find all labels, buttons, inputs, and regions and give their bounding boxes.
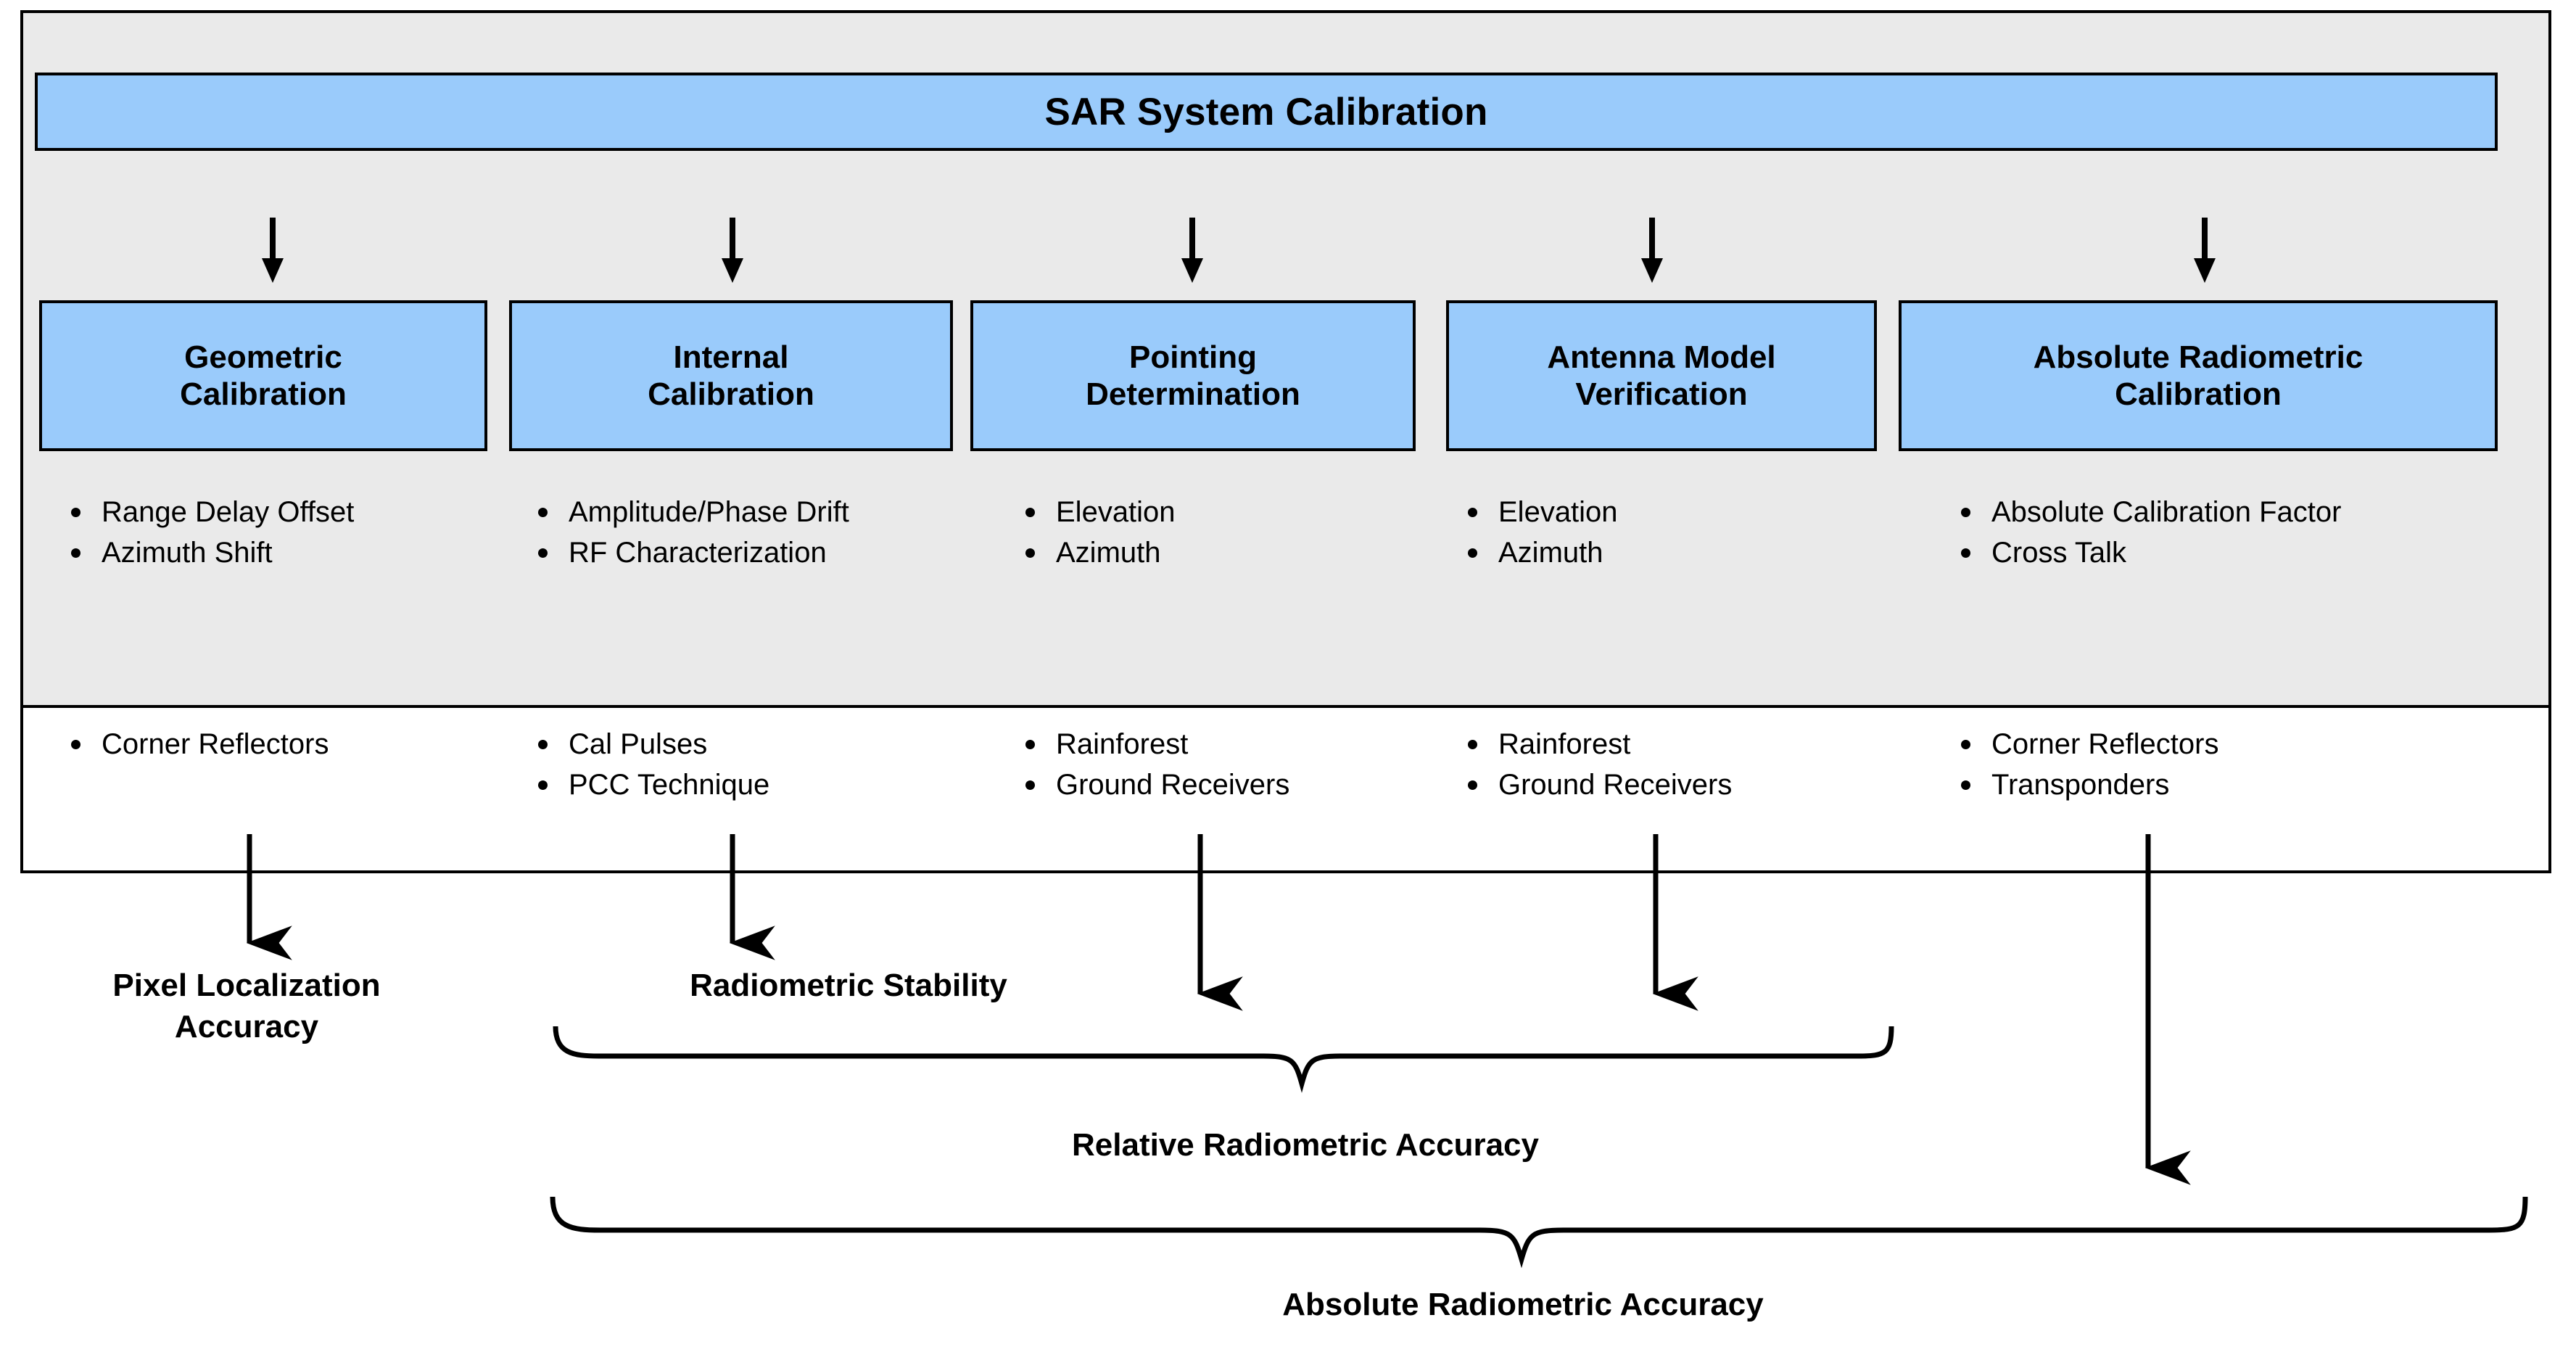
sar-system-calibration-title-box: SAR System Calibration [35,73,2498,151]
parameter-list-pointing-determination: Elevation Azimuth [1015,493,1421,574]
parameter-label: Azimuth [1498,537,1603,569]
method-label: PCC Technique [569,769,770,801]
method-list-absolute-radiometric-calibration: Corner Reflectors Transponders [1951,725,2386,807]
parameter-label: Absolute Calibration Factor [1991,496,2342,528]
parameter-label: Elevation [1056,496,1176,528]
method-label: Ground Receivers [1056,769,1290,801]
category-heading-line1: Absolute Radiometric [2033,339,2364,375]
method-label: Cal Pulses [569,728,708,760]
method-label: Transponders [1991,769,2170,801]
category-box-pointing-determination[interactable]: Pointing Determination [970,300,1416,451]
list-item: Range Delay Offset [61,493,467,532]
brace-relative-radiometric-accuracy [553,1026,1894,1093]
outcome-line2: Accuracy [174,1009,319,1045]
list-item: Corner Reflectors [1951,725,2386,764]
category-heading-line1: Antenna Model [1547,339,1776,375]
parameter-label: Range Delay Offset [102,496,355,528]
list-item: Corner Reflectors [61,725,467,764]
category-box-antenna-model-verification[interactable]: Antenna Model Verification [1446,300,1877,451]
list-item: Transponders [1951,766,2386,804]
brace-absolute-radiometric-accuracy [550,1196,2528,1269]
list-item: Rainforest [1015,725,1421,764]
parameter-label: Azimuth Shift [102,537,273,569]
list-item: RF Characterization [528,534,949,572]
method-list-pointing-determination: Rainforest Ground Receivers [1015,725,1421,807]
outcome-radiometric-stability: Radiometric Stability [690,968,1007,1003]
outcome-absolute-radiometric-accuracy: Absolute Radiometric Accuracy [1282,1287,1764,1322]
outcome-line1: Pixel Localization [112,968,381,1003]
parameter-list-geometric-calibration: Range Delay Offset Azimuth Shift [61,493,467,574]
list-item: Rainforest [1458,725,1864,764]
parameter-list-internal-calibration: Amplitude/Phase Drift RF Characterizatio… [528,493,949,574]
parameter-label: Amplitude/Phase Drift [569,496,849,528]
category-heading-line2: Calibration [2115,376,2282,412]
category-box-absolute-radiometric-calibration[interactable]: Absolute Radiometric Calibration [1899,300,2498,451]
method-label: Rainforest [1056,728,1189,760]
category-heading-line2: Calibration [648,376,814,412]
outcome-relative-radiometric-accuracy: Relative Radiometric Accuracy [1072,1127,1539,1163]
method-label: Ground Receivers [1498,769,1733,801]
parameter-label: Elevation [1498,496,1618,528]
category-heading-line2: Verification [1575,376,1748,412]
category-heading-line1: Internal [673,339,789,375]
method-label: Rainforest [1498,728,1631,760]
list-item: Cal Pulses [528,725,949,764]
category-heading-line1: Geometric [184,339,342,375]
list-item: Absolute Calibration Factor [1951,493,2386,532]
method-list-internal-calibration: Cal Pulses PCC Technique [528,725,949,807]
list-item: Azimuth Shift [61,534,467,572]
list-item: Elevation [1015,493,1421,532]
category-heading-line2: Calibration [180,376,347,412]
parameter-label: Azimuth [1056,537,1161,569]
parameter-list-antenna-model-verification: Elevation Azimuth [1458,493,1864,574]
method-list-geometric-calibration: Corner Reflectors [61,725,467,766]
parameter-label: RF Characterization [569,537,827,569]
list-item: Elevation [1458,493,1864,532]
category-heading-line1: Pointing [1129,339,1257,375]
list-item: Azimuth [1458,534,1864,572]
outcome-pixel-localization-accuracy: Pixel Localization Accuracy [7,965,486,1047]
category-box-internal-calibration[interactable]: Internal Calibration [509,300,953,451]
method-list-antenna-model-verification: Rainforest Ground Receivers [1458,725,1864,807]
list-item: PCC Technique [528,766,949,804]
category-heading-line2: Determination [1086,376,1300,412]
list-item: Amplitude/Phase Drift [528,493,949,532]
method-label: Corner Reflectors [102,728,329,760]
category-box-geometric-calibration[interactable]: Geometric Calibration [39,300,487,451]
list-item: Cross Talk [1951,534,2386,572]
parameter-label: Cross Talk [1991,537,2126,569]
method-label: Corner Reflectors [1991,728,2219,760]
list-item: Ground Receivers [1458,766,1864,804]
list-item: Ground Receivers [1015,766,1421,804]
parameter-list-absolute-radiometric-calibration: Absolute Calibration Factor Cross Talk [1951,493,2386,574]
list-item: Azimuth [1015,534,1421,572]
